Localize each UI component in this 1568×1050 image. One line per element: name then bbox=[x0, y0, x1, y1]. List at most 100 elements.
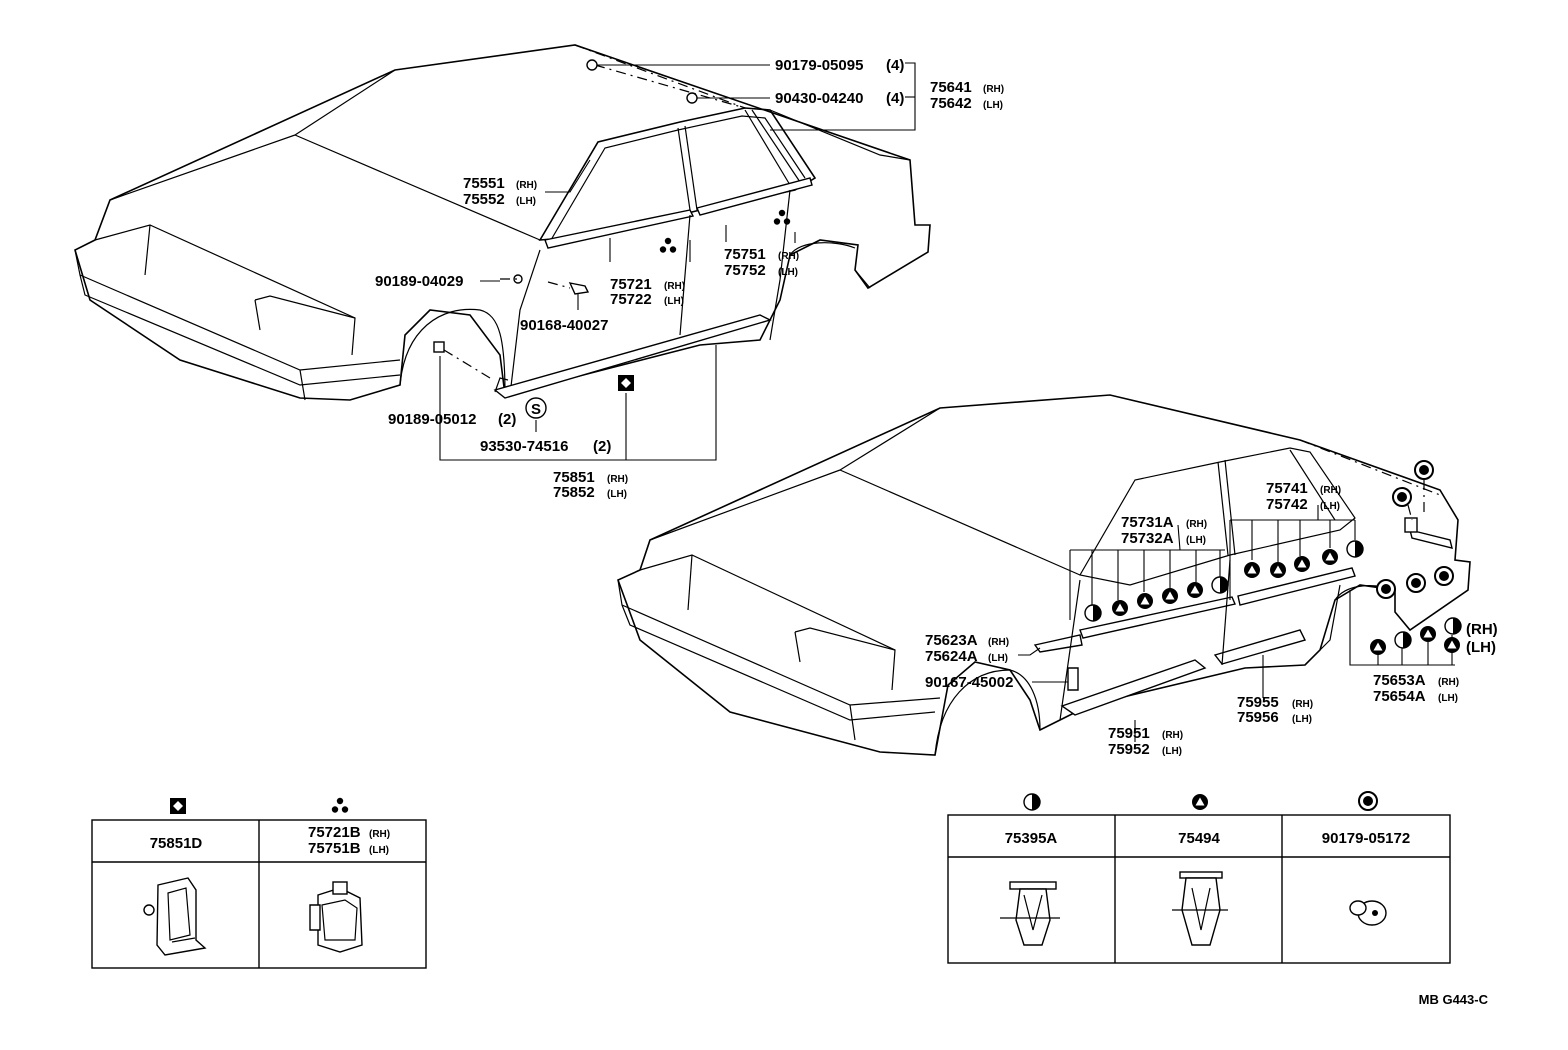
label-75951: 75951 bbox=[1108, 725, 1150, 742]
svg-text:(4): (4) bbox=[886, 90, 904, 107]
label-75653A: 75653A bbox=[1373, 672, 1426, 689]
label-75641: 75641 bbox=[930, 79, 972, 96]
label-90179-05095: 90179-05095 bbox=[775, 57, 863, 74]
table-cell-75721B: 75721B bbox=[308, 824, 361, 841]
svg-text:(RH): (RH) bbox=[516, 180, 537, 191]
label-75956: 75956 bbox=[1237, 709, 1279, 726]
label-75552: 75552 bbox=[463, 191, 505, 208]
ring-icon bbox=[1434, 566, 1454, 586]
svg-text:(LH): (LH) bbox=[778, 267, 798, 278]
label-75752: 75752 bbox=[724, 262, 766, 279]
label-93530-74516: 93530-74516 bbox=[480, 438, 568, 455]
svg-text:(LH): (LH) bbox=[1292, 714, 1312, 725]
triangle-icon bbox=[1294, 556, 1310, 572]
svg-text:S: S bbox=[531, 401, 541, 418]
diamond-icon bbox=[170, 798, 186, 814]
svg-text:(LH): (LH) bbox=[516, 196, 536, 207]
label-90168-40027: 90168-40027 bbox=[520, 317, 608, 334]
triangle-icon bbox=[1187, 582, 1203, 598]
svg-text:(RH): (RH) bbox=[607, 474, 628, 485]
label-75851: 75851 bbox=[553, 469, 595, 486]
diamond-icon bbox=[618, 375, 634, 391]
labels-bottom-right: 75741 (RH) 75742 (LH) 75731A (RH) 75732A… bbox=[925, 480, 1498, 758]
half-circle-icon bbox=[1444, 617, 1462, 635]
label-75731A: 75731A bbox=[1121, 514, 1174, 531]
table-cell-75751B: 75751B bbox=[308, 840, 361, 857]
s-mark-icon: S bbox=[525, 397, 547, 419]
half-circle-icon bbox=[1394, 631, 1412, 649]
three-dots-icon bbox=[331, 797, 349, 813]
svg-text:(LH): (LH) bbox=[983, 100, 1003, 111]
label-75721: 75721 bbox=[610, 276, 652, 293]
ring-icon bbox=[1376, 579, 1396, 599]
triangle-icon bbox=[1444, 637, 1460, 653]
ring-icon bbox=[1358, 791, 1378, 811]
label-75751: 75751 bbox=[724, 246, 766, 263]
triangle-icon bbox=[1244, 562, 1260, 578]
triangle-icon bbox=[1370, 639, 1386, 655]
label-75741: 75741 bbox=[1266, 480, 1308, 497]
triangle-icon bbox=[1322, 549, 1338, 565]
svg-text:(LH): (LH) bbox=[607, 489, 627, 500]
svg-text:(LH): (LH) bbox=[1438, 693, 1458, 704]
svg-text:(LH): (LH) bbox=[1466, 639, 1496, 656]
triangle-icon bbox=[1270, 562, 1286, 578]
triangle-icon bbox=[1137, 593, 1153, 609]
legend-table-right: 75395A 75494 90179-05172 bbox=[947, 791, 1451, 964]
three-dots-icon bbox=[659, 237, 677, 253]
half-circle-icon bbox=[1023, 793, 1041, 811]
leaders-top-left bbox=[439, 62, 916, 461]
svg-text:(RH): (RH) bbox=[988, 637, 1009, 648]
clip-90179-05172-drawing bbox=[1349, 900, 1387, 926]
label-90167-45002: 90167-45002 bbox=[925, 674, 1013, 691]
triangle-icon bbox=[1112, 600, 1128, 616]
svg-text:(RH): (RH) bbox=[369, 829, 390, 840]
label-90430-04240: 90430-04240 bbox=[775, 90, 863, 107]
svg-text:(RH): (RH) bbox=[1186, 519, 1207, 530]
clip-90189-04029 bbox=[513, 274, 523, 284]
table-cell-90179-05172: 90179-05172 bbox=[1322, 830, 1410, 847]
svg-text:(LH): (LH) bbox=[988, 653, 1008, 664]
label-75732A: 75732A bbox=[1121, 530, 1174, 547]
triangle-icon bbox=[1192, 794, 1208, 810]
ring-icon bbox=[1414, 460, 1434, 480]
ring-icon bbox=[1392, 487, 1412, 507]
svg-text:(LH): (LH) bbox=[1320, 501, 1340, 512]
clip-75395A-drawing bbox=[1000, 881, 1060, 946]
label-75742: 75742 bbox=[1266, 496, 1308, 513]
svg-text:(LH): (LH) bbox=[1186, 535, 1206, 546]
svg-text:(RH): (RH) bbox=[664, 281, 685, 292]
svg-text:(RH): (RH) bbox=[1292, 699, 1313, 710]
label-75623A: 75623A bbox=[925, 632, 978, 649]
label-75654A: 75654A bbox=[1373, 688, 1426, 705]
label-75624A: 75624A bbox=[925, 648, 978, 665]
screw-90168-40027 bbox=[568, 282, 590, 295]
svg-text:(RH): (RH) bbox=[1162, 730, 1183, 741]
svg-text:(4): (4) bbox=[886, 57, 904, 74]
diagram-code: MB G443-C bbox=[1419, 992, 1489, 1007]
ring-icon bbox=[1406, 573, 1426, 593]
labels-top-left: 90179-05095 (4) 90430-04240 (4) 75641 (R… bbox=[375, 57, 1004, 501]
car-top-left bbox=[74, 44, 931, 401]
clip-90179-05095 bbox=[586, 59, 598, 71]
table-cell-75494: 75494 bbox=[1178, 830, 1220, 847]
label-90189-05012: 90189-05012 bbox=[388, 411, 476, 428]
svg-text:(LH): (LH) bbox=[369, 845, 389, 856]
label-75852: 75852 bbox=[553, 484, 595, 501]
label-90189-04029: 90189-04029 bbox=[375, 273, 463, 290]
clip-75851D-drawing bbox=[143, 877, 207, 956]
half-circle-icon bbox=[1346, 540, 1364, 558]
svg-text:(RH): (RH) bbox=[983, 84, 1004, 95]
svg-text:(LH): (LH) bbox=[1162, 746, 1182, 757]
svg-text:(RH): (RH) bbox=[778, 251, 799, 262]
half-circle-icon bbox=[1211, 576, 1229, 594]
car-bottom-right bbox=[616, 394, 1471, 756]
label-75551: 75551 bbox=[463, 175, 505, 192]
clip-75721B-drawing bbox=[309, 881, 363, 953]
triangle-icon bbox=[1162, 588, 1178, 604]
triangle-icon bbox=[1420, 626, 1436, 642]
label-75952: 75952 bbox=[1108, 741, 1150, 758]
table-cell-75395A: 75395A bbox=[1005, 830, 1058, 847]
label-75722: 75722 bbox=[610, 291, 652, 308]
